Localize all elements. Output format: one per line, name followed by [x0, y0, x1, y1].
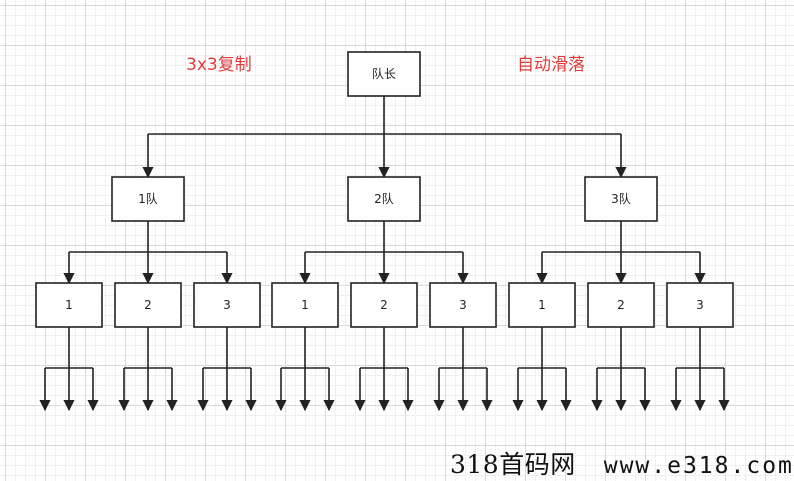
member-node-2-3-label: 3	[459, 298, 467, 312]
member-node-2-1-label: 1	[301, 298, 309, 312]
member-node-2-3: 3	[429, 282, 497, 328]
member-node-1-3-label: 3	[223, 298, 231, 312]
member-node-3-1: 1	[508, 282, 576, 328]
member-node-1-1-label: 1	[65, 298, 73, 312]
team-node-1: 1队	[111, 176, 185, 222]
member-node-3-3: 3	[666, 282, 734, 328]
watermark: 318首码网 www.e318.com	[450, 445, 794, 481]
member-node-2-2-box	[350, 282, 418, 328]
member-node-3-2-label: 2	[617, 298, 625, 312]
watermark-site-name: 318首码网	[450, 450, 576, 479]
member-node-1-3: 3	[193, 282, 261, 328]
member-node-2-3-box	[429, 282, 497, 328]
team-node-3-label: 3队	[611, 191, 631, 206]
member-node-1-2: 2	[114, 282, 182, 328]
member-node-2-2-label: 2	[380, 298, 388, 312]
member-node-3-3-box	[666, 282, 734, 328]
root-node-captain-box	[347, 51, 421, 97]
watermark-url: www.e318.com	[603, 453, 794, 479]
annotation-auto-slide: 自动滑落	[517, 55, 585, 75]
member-node-1-1-box	[35, 282, 103, 328]
team-node-1-label: 1队	[138, 191, 158, 206]
team-node-2-label: 2队	[374, 191, 394, 206]
member-node-3-3-label: 3	[696, 298, 704, 312]
annotation-3x3-copy: 3x3复制	[186, 55, 252, 75]
team-node-1-box	[111, 176, 185, 222]
team-node-3: 3队	[584, 176, 658, 222]
member-node-2-1: 1	[271, 282, 339, 328]
root-node-captain-label: 队长	[372, 66, 396, 81]
team-node-2: 2队	[347, 176, 421, 222]
member-node-3-2-box	[587, 282, 655, 328]
member-node-3-2: 2	[587, 282, 655, 328]
member-node-1-1: 1	[35, 282, 103, 328]
member-node-1-2-label: 2	[144, 298, 152, 312]
member-node-3-1-label: 1	[538, 298, 546, 312]
team-node-3-box	[584, 176, 658, 222]
member-node-1-3-box	[193, 282, 261, 328]
member-node-1-2-box	[114, 282, 182, 328]
member-node-2-1-box	[271, 282, 339, 328]
member-node-2-2: 2	[350, 282, 418, 328]
member-node-3-1-box	[508, 282, 576, 328]
team-node-2-box	[347, 176, 421, 222]
root-node-captain: 队长	[347, 51, 421, 97]
